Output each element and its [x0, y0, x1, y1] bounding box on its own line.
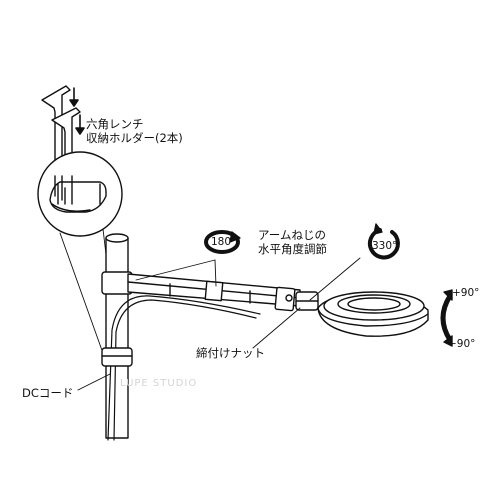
watermark: LUPE STUDIO: [120, 378, 198, 389]
swing-arm: [101, 271, 301, 312]
label-leader-lines: [77, 257, 361, 391]
hex-wrench-holder-label: 六角レンチ 収納ホルダー(2本): [86, 117, 183, 145]
down-arrow-icon: [69, 87, 85, 135]
arm-screw-line1: アームねじの: [258, 228, 326, 242]
angle-180-label: 180°: [211, 236, 237, 248]
tightening-nut: [295, 291, 319, 311]
angle-330-label: 330°: [372, 240, 398, 252]
hex-wrench-holder-line2: 収納ホルダー(2本): [86, 131, 183, 145]
arm-screw-label: アームねじの 水平角度調節: [258, 228, 327, 256]
hex-wrench-2: [51, 107, 81, 189]
angle-minus90-label: −90°: [448, 338, 476, 350]
dc-cord-label: DCコード: [22, 386, 74, 400]
magnifier-head: [317, 291, 429, 337]
hex-wrench-1: [41, 85, 71, 177]
tilt-arrow-icon: [440, 289, 453, 347]
dc-cord: [107, 295, 261, 441]
arm-screw-line2: 水平角度調節: [258, 242, 327, 256]
rotate-180-icon: [204, 230, 241, 254]
angle-plus90-label: +90°: [452, 287, 480, 299]
nut-label: 締付けナット: [196, 346, 265, 360]
pole-clamp: [101, 347, 133, 367]
hex-wrench-holder-line1: 六角レンチ: [86, 117, 144, 131]
holder-zoom-circle: [37, 151, 123, 237]
rotate-330-icon: [367, 223, 400, 260]
